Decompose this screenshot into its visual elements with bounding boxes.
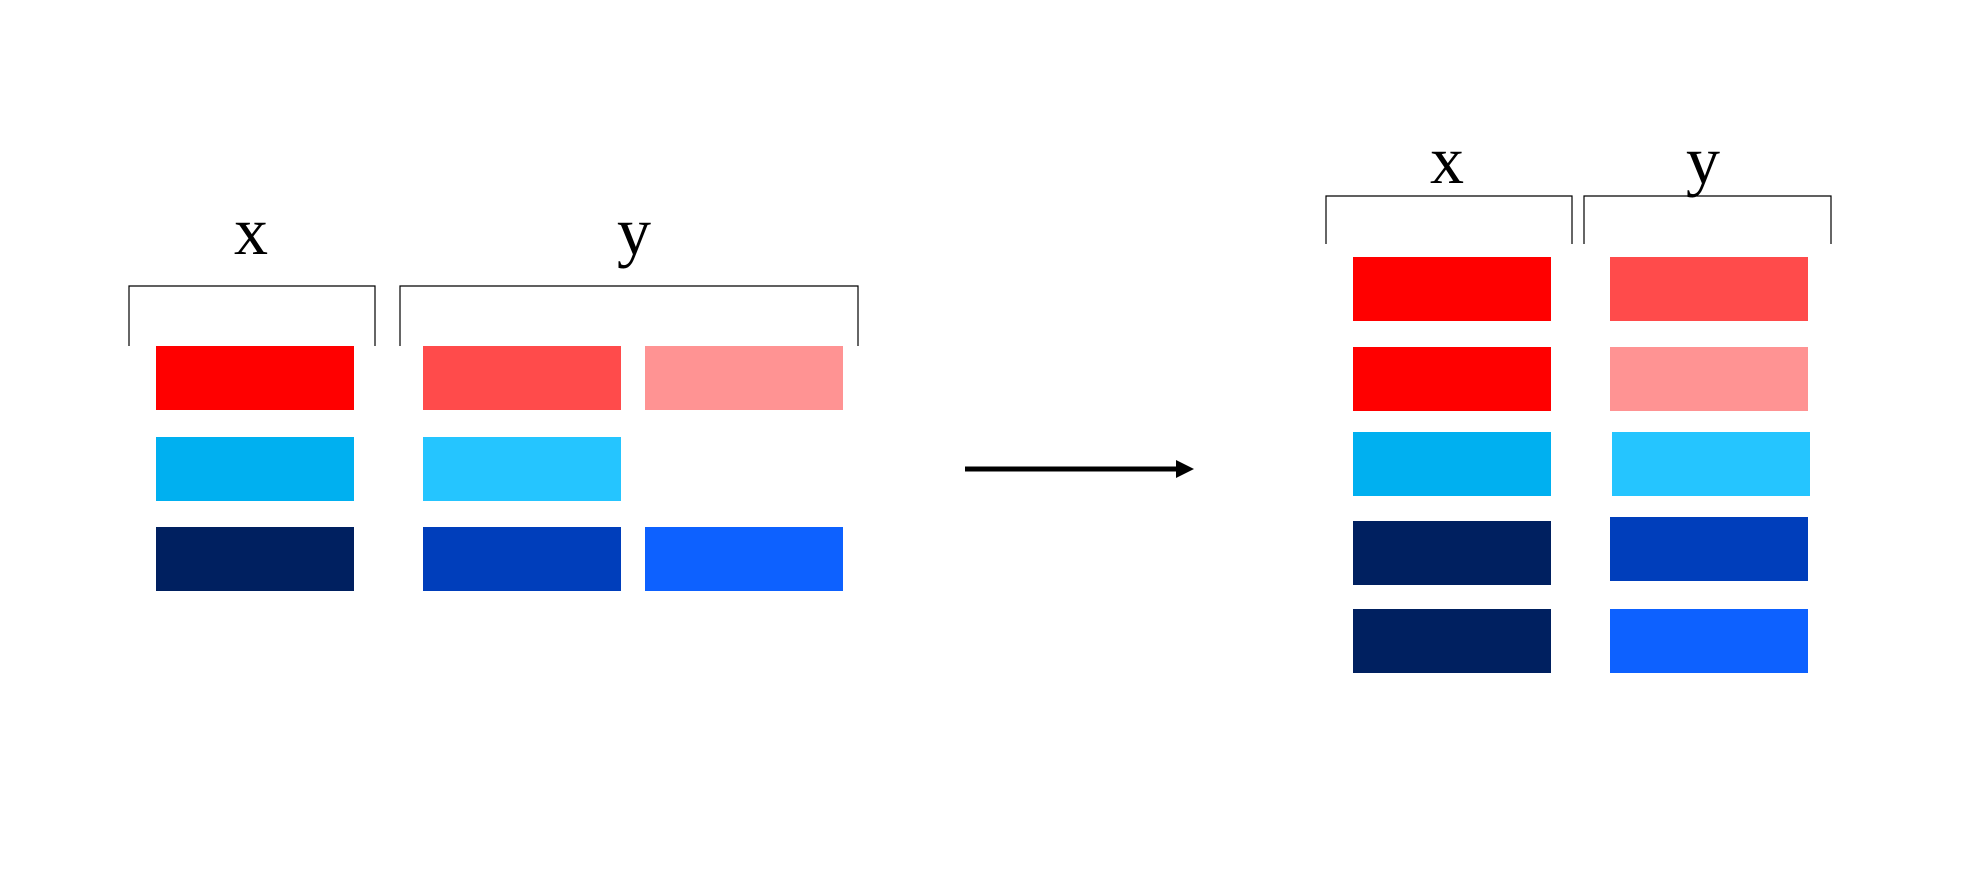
right-cell-x-row1	[1353, 257, 1551, 321]
left-y-bracket	[399, 285, 859, 346]
left-cell-x-row3	[156, 527, 354, 591]
left-cell-x-row2	[156, 437, 354, 501]
right-cell-x-row5	[1353, 609, 1551, 673]
left-cell-y1-row2	[423, 437, 621, 501]
right-cell-x-row3	[1353, 432, 1551, 496]
right-y-bracket	[1583, 195, 1832, 244]
right-cell-y-row4	[1610, 517, 1808, 581]
left-cell-y2-row3	[645, 527, 843, 591]
left-cell-y1-row1	[423, 346, 621, 410]
right-x-label: x	[1430, 122, 1464, 198]
right-cell-y-row3	[1612, 432, 1810, 496]
right-cell-y-row2	[1610, 347, 1808, 411]
right-cell-y-row1	[1610, 257, 1808, 321]
right-y-label: y	[1686, 122, 1720, 198]
right-cell-y-row5	[1610, 609, 1808, 673]
left-y-label: y	[617, 193, 651, 269]
left-x-bracket	[128, 285, 376, 346]
left-cell-y1-row3	[423, 527, 621, 591]
right-cell-x-row2	[1353, 347, 1551, 411]
right-x-bracket	[1325, 195, 1573, 244]
transform-arrow	[965, 460, 1194, 478]
left-cell-y2-row1	[645, 346, 843, 410]
left-x-label: x	[234, 193, 268, 269]
right-cell-x-row4	[1353, 521, 1551, 585]
left-cell-x-row1	[156, 346, 354, 410]
